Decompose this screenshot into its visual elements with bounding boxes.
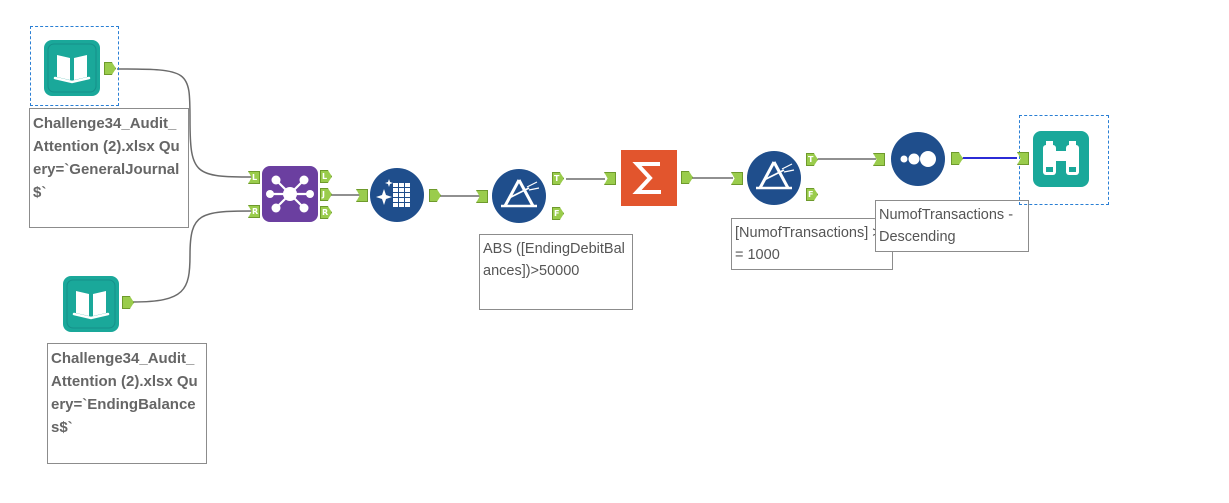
output-anchor[interactable] [681,171,693,184]
input2-annotation: Challenge34_Audit_Attention (2).xlsx Que… [47,343,207,464]
input-data-tool-1[interactable] [44,40,100,96]
wire-input2-join [132,210,254,303]
summarize-icon [621,150,677,206]
browse-tool[interactable] [1033,131,1089,187]
filter-icon [492,169,546,223]
join-output-anchor-join[interactable]: J [320,188,332,201]
join-icon [262,166,318,222]
filter-true-anchor[interactable]: T [552,172,564,185]
output-anchor[interactable] [429,189,441,202]
data-cleansing-tool[interactable] [369,167,425,223]
wire-input1-join [116,68,254,178]
filter2-annotation: [NumofTransactions] >= 1000 [731,218,893,270]
filter-false-anchor[interactable]: F [806,188,818,201]
input1-annotation: Challenge34_Audit_Attention (2).xlsx Que… [29,108,189,228]
join-output-anchor-right[interactable]: R [320,206,332,219]
sort-annotation: NumofTransactions - Descending [875,200,1029,252]
filter1-annotation: ABS ([EndingDebitBalances])>50000 [479,234,633,310]
selection-box-browse [1019,115,1109,205]
join-tool[interactable] [262,166,318,222]
book-icon [63,276,119,332]
filter-tool-1[interactable] [491,168,547,224]
filter-false-anchor[interactable]: F [552,207,564,220]
join-output-anchor-left[interactable]: L [320,170,332,183]
sort-icon [891,132,945,186]
selection-box-input1 [30,26,119,106]
filter-tool-2[interactable] [746,150,802,206]
filter-true-anchor[interactable]: T [806,153,818,166]
summarize-tool[interactable] [621,150,677,206]
book-icon [44,40,100,96]
filter-icon [747,151,801,205]
output-anchor[interactable] [122,296,134,309]
binoculars-icon [1033,131,1089,187]
input-data-tool-2[interactable] [63,276,119,332]
output-anchor[interactable] [951,152,963,165]
data-cleansing-icon [370,168,424,222]
output-anchor[interactable] [104,62,116,75]
sort-tool[interactable] [890,131,946,187]
